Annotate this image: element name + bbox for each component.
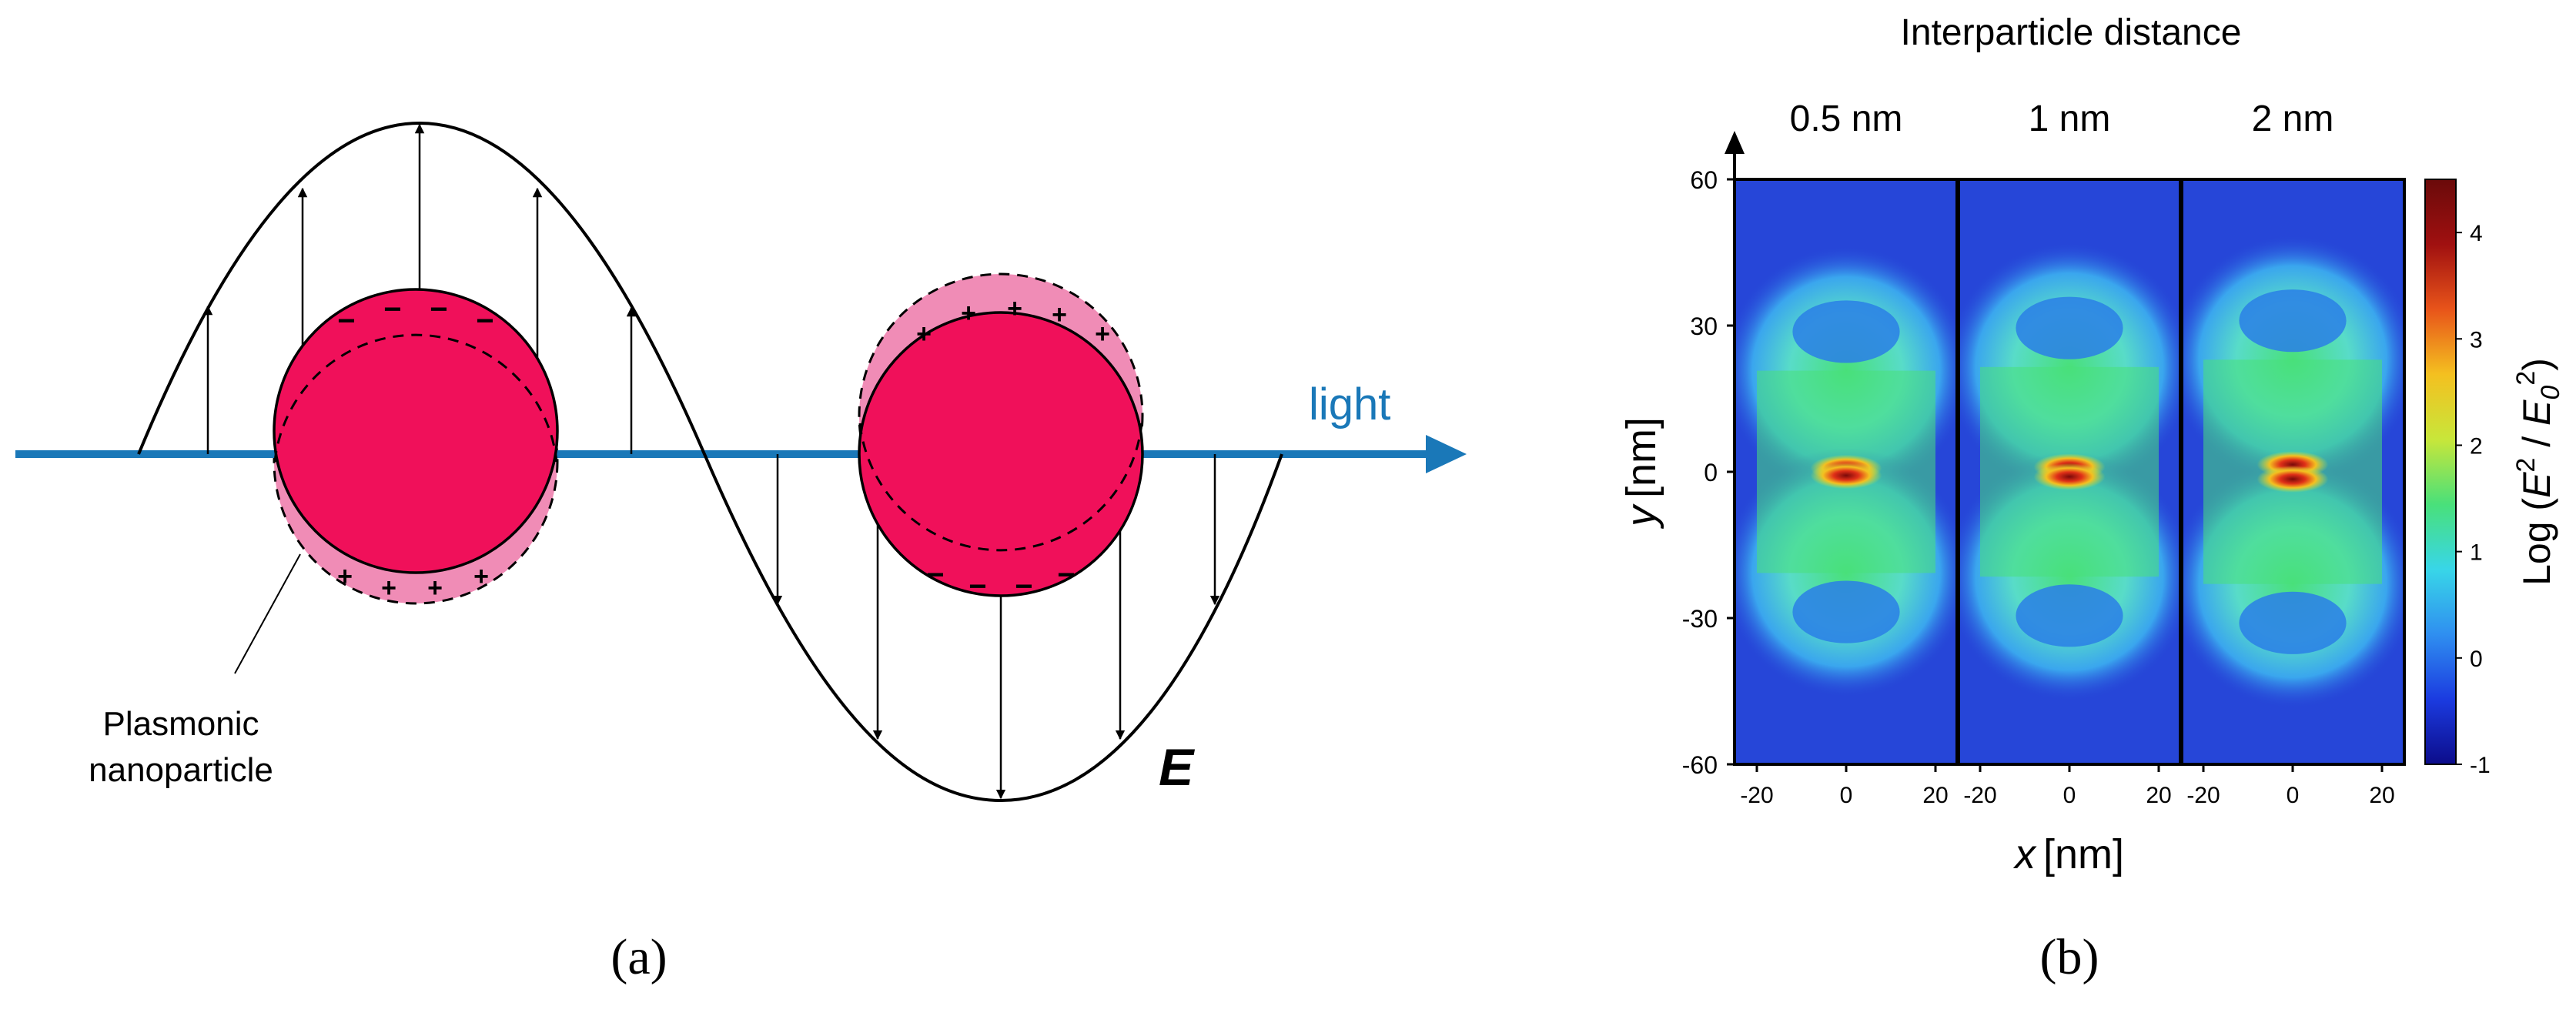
x-tick-label: -20: [2186, 783, 2220, 808]
particle-1-positive-charges: + + + +: [337, 562, 489, 603]
shadow-cap: [2016, 584, 2123, 647]
cbar-label-mid: /: [2515, 426, 2558, 458]
x-tick-label: 20: [2369, 783, 2394, 808]
panel-b-title: Interparticle distance: [1901, 12, 2242, 53]
colorbar-tick-label: 3: [2470, 327, 2483, 353]
charge-minus: −: [383, 292, 401, 326]
particle-2-positive-charges: + + + + +: [916, 294, 1110, 349]
particle-1-dashed-arc: [273, 333, 558, 463]
field-map-1: [1735, 179, 1958, 764]
y-tick-label: 60: [1690, 166, 1718, 194]
particle-2: [858, 311, 1144, 597]
shadow-cap: [2239, 591, 2347, 654]
colorbar: 4 3 2 1 0 -1: [2424, 179, 2491, 778]
x-axis-label-unit: [nm]: [2043, 831, 2124, 877]
cbar-label-prefix: Log (: [2515, 498, 2558, 586]
y-axis-label-unit: [nm]: [1618, 417, 1664, 498]
particle-label-line1: Plasmonic: [103, 705, 259, 743]
field-maps: [1735, 179, 2404, 764]
column-label: 1 nm: [2029, 99, 2111, 139]
shadow-cap: [1792, 580, 1900, 643]
field-map-2: [1958, 179, 2181, 764]
charge-plus: +: [337, 562, 353, 591]
charge-plus: +: [1052, 300, 1067, 329]
charge-minus: −: [476, 304, 493, 338]
x-tick-label: -20: [1963, 783, 1996, 808]
x-tick-label: 0: [2063, 783, 2076, 808]
cbar-label-suffix: ): [2515, 358, 2558, 371]
colorbar-tick-label: 1: [2470, 540, 2483, 566]
hot-spot: [2033, 463, 2106, 490]
x-axis-label: x[nm]: [2012, 831, 2124, 877]
charge-plus: +: [1095, 319, 1110, 349]
colorbar-label: Log (E2 / E02): [2511, 358, 2565, 586]
colorbar-tick-label: -1: [2470, 753, 2491, 778]
charge-minus: −: [926, 558, 944, 592]
column-labels: 0.5 nm 1 nm 2 nm: [1790, 99, 2334, 139]
colorbar-tick-label: 4: [2470, 221, 2483, 246]
shadow-cap: [2016, 296, 2123, 359]
field-label: E: [1159, 738, 1196, 797]
charge-minus: −: [969, 570, 986, 603]
x-tick-label: 20: [1922, 783, 1948, 808]
charge-minus: −: [1057, 558, 1075, 592]
charge-minus: −: [337, 304, 355, 338]
panel-b: Interparticle distance 0.5 nm 1 nm 2 nm 60…: [1618, 12, 2565, 985]
e-field-wave: [137, 121, 1283, 803]
y-tick-label: -30: [1682, 605, 1718, 633]
charge-plus: +: [916, 319, 932, 349]
x-axis-label-var: x: [2012, 831, 2037, 877]
y-tick-label: -60: [1682, 751, 1718, 779]
particle-label-leader: [234, 553, 301, 674]
colorbar-gradient: [2424, 179, 2457, 765]
charge-plus: +: [381, 573, 396, 603]
svg-text:y[nm]: y [nm]: [1618, 417, 1664, 530]
caption-b: (b): [2040, 929, 2099, 985]
x-axis-ticks: -20 0 20 -20 0 20 -20 0 20: [1740, 764, 2395, 808]
y-axis-arrowhead: [1725, 131, 1745, 154]
cbar-label-E: E: [2515, 472, 2558, 498]
charge-plus: +: [427, 573, 443, 603]
caption-a: (a): [611, 929, 667, 985]
y-tick-label: 30: [1690, 312, 1718, 340]
particle-1-negative-charges: − − − −: [337, 292, 493, 338]
charge-plus: +: [1007, 294, 1022, 323]
particle-1: [273, 288, 559, 574]
y-axis-label: y [nm]: [1618, 417, 1664, 530]
column-label: 2 nm: [2252, 99, 2334, 139]
panel-a: − − − − + + + + + + + + + − − − − light: [15, 121, 1467, 985]
cbar-label-sup2: 2: [2511, 371, 2541, 386]
svg-text:Log (E2 / E02): Log (E2 / E02): [2511, 358, 2565, 586]
charge-plus: +: [961, 299, 976, 328]
particle-label-line2: nanoparticle: [89, 751, 273, 789]
shadow-cap: [1792, 300, 1900, 363]
cbar-label-sub0: 0: [2536, 386, 2565, 400]
field-map-3: [2181, 179, 2404, 764]
colorbar-tick-label: 0: [2470, 647, 2483, 672]
x-tick-label: 0: [1840, 783, 1853, 808]
x-tick-label: 20: [2146, 783, 2171, 808]
shadow-cap: [2239, 289, 2347, 353]
charge-minus: −: [430, 292, 447, 326]
cbar-label-E0: E: [2515, 399, 2558, 426]
column-label: 0.5 nm: [1790, 99, 1903, 139]
y-tick-label: 0: [1704, 459, 1718, 486]
y-axis-label-var: y: [1618, 503, 1664, 530]
y-axis-ticks: 60 30 0 -30 -60: [1682, 166, 1735, 779]
light-label: light: [1309, 379, 1390, 429]
colorbar-tick-label: 2: [2470, 433, 2483, 459]
hot-spot: [1810, 462, 1882, 490]
x-tick-label: 0: [2287, 783, 2300, 808]
hot-spot: [2257, 466, 2329, 493]
charge-minus: −: [1015, 570, 1032, 603]
charge-plus: +: [473, 562, 489, 591]
particle-2-negative-charges: − − − −: [926, 558, 1075, 603]
particle-2-dashed-arc: [858, 423, 1143, 552]
light-arrowhead: [1426, 435, 1467, 473]
cbar-label-sup1: 2: [2511, 458, 2541, 473]
x-tick-label: -20: [1740, 783, 1773, 808]
